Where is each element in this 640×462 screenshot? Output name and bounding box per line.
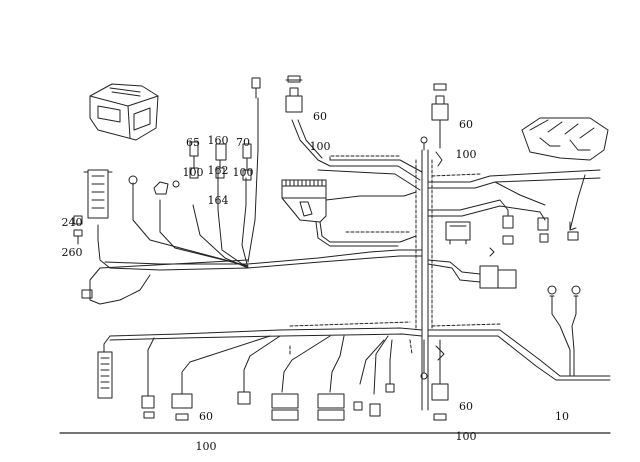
label-c2-line3: 164 xyxy=(207,194,229,207)
label-c1-line2: 100 xyxy=(182,166,204,179)
label-c8: 60 100 xyxy=(454,382,478,452)
fuse-box xyxy=(89,83,159,141)
label-c5: 60 100 xyxy=(454,100,478,170)
label-c2-line2: 162 xyxy=(207,164,229,177)
label-c7-line2: 100 xyxy=(195,440,217,453)
label-c1: 65 100 xyxy=(182,118,204,188)
label-c7: 60 100 xyxy=(194,392,218,462)
sensors-right xyxy=(547,285,581,377)
label-c8-line2: 100 xyxy=(455,430,477,443)
label-c8-line1: 60 xyxy=(459,400,473,413)
label-c9: 10 xyxy=(553,392,571,432)
label-c3-line1: 70 xyxy=(236,136,250,149)
label-c3-line2: 100 xyxy=(232,166,254,179)
label-c1-line1: 65 xyxy=(186,136,200,149)
label-c4-line2: 100 xyxy=(309,140,331,153)
label-c3: 70 100 xyxy=(232,118,254,188)
lower-bundle xyxy=(109,321,611,381)
label-c4: 60 100 xyxy=(308,92,332,162)
top-connector-a xyxy=(285,75,303,113)
label-c6: 240 260 xyxy=(60,198,84,268)
label-c6-line2: 260 xyxy=(61,246,83,259)
label-c2: 160 162 164 xyxy=(206,116,230,216)
relay-module xyxy=(521,117,609,231)
label-c2-line1: 160 xyxy=(207,134,229,147)
left-harness xyxy=(89,97,423,305)
right-branches xyxy=(427,181,546,289)
ecu-block xyxy=(281,179,417,247)
tall-connector xyxy=(73,169,113,245)
lower-drops xyxy=(97,335,449,421)
fan-connectors xyxy=(81,77,261,299)
label-c9-line1: 10 xyxy=(555,410,569,423)
label-c6-line1: 240 xyxy=(61,216,83,229)
right-small-connectors xyxy=(502,215,579,245)
top-center-branch xyxy=(291,119,331,167)
top-connector-b xyxy=(420,83,449,167)
upper-bundle xyxy=(317,155,601,191)
label-c5-line1: 60 xyxy=(459,118,473,131)
label-c4-line1: 60 xyxy=(313,110,327,123)
label-c5-line2: 100 xyxy=(455,148,477,161)
label-c7-line1: 60 xyxy=(199,410,213,423)
